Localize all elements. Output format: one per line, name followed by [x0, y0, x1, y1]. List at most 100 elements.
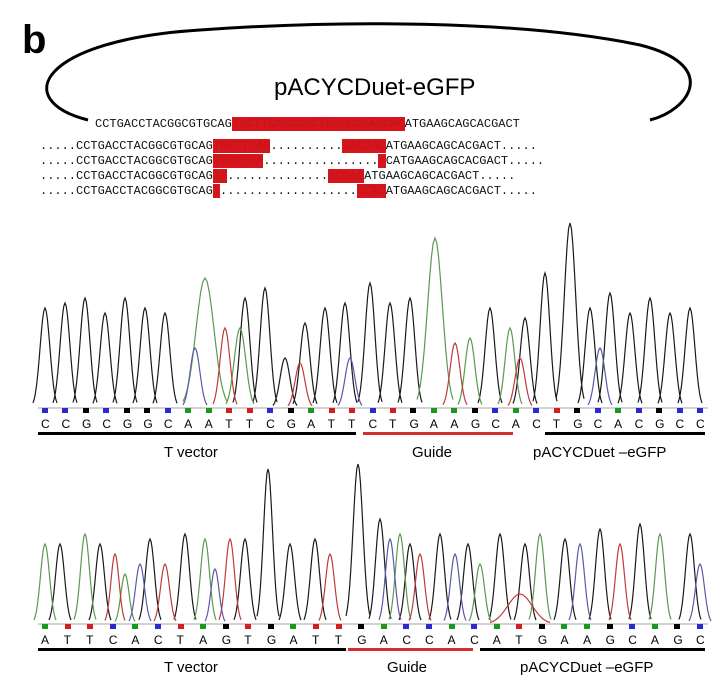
base-call-tick: [656, 408, 663, 413]
base-call-tick: [82, 408, 89, 413]
base-call-letter: A: [307, 417, 316, 431]
alignment-left-seq: CCTGACCTACGGCGTGCAG: [76, 169, 213, 183]
alignment-gap: ..............: [227, 169, 329, 183]
base-call-tick: [246, 408, 253, 413]
base-call-tick: [676, 408, 683, 413]
alignment-deleted-seq: TG: [212, 169, 228, 183]
base-call-tick: [615, 408, 622, 413]
alignment-right-seq: CATGAAGCAGCACGACT: [385, 154, 509, 168]
base-call-letter: T: [327, 417, 335, 431]
base-call-tick: [185, 408, 192, 413]
alignment-left-seq: CCTGACCTACGGCGTGCAG: [76, 154, 213, 168]
base-call-letter: T: [225, 417, 233, 431]
base-call-letter: C: [402, 633, 412, 647]
base-call-letter: G: [286, 417, 296, 431]
base-call-letter: T: [312, 633, 320, 647]
trace2-label-egfp: pACYCDuet –eGFP: [520, 659, 654, 676]
base-call-letter: G: [409, 417, 419, 431]
base-call-letter: G: [655, 417, 665, 431]
base-call-letter: A: [614, 417, 623, 431]
base-call-tick: [471, 624, 478, 629]
trace2-red: [104, 537, 632, 624]
base-call-tick: [42, 408, 48, 413]
alignment-deleted-seq: ACCAC: [328, 169, 365, 183]
alignment-suffix: .....: [500, 139, 537, 153]
trace2-green: [33, 532, 672, 622]
alignment-deleted-seq: T: [212, 184, 221, 198]
alignment-suffix: .....: [479, 169, 516, 183]
alignment-prefix: .....: [40, 154, 77, 168]
base-call-tick: [62, 408, 69, 413]
base-call-letter: C: [675, 417, 685, 431]
trace2-label-tvector: T vector: [164, 659, 218, 676]
base-call-letter: C: [153, 633, 163, 647]
base-call-tick: [154, 624, 161, 629]
base-call-letter: C: [696, 417, 705, 431]
base-call-tick: [267, 624, 274, 629]
base-call-tick: [471, 408, 478, 413]
alignment-deleted-seq: A: [378, 154, 386, 168]
base-call-letter: C: [593, 417, 603, 431]
base-call-tick: [697, 624, 703, 629]
trace2-tvector-bar: [38, 648, 346, 651]
base-call-letter: C: [368, 417, 378, 431]
base-call-letter: T: [515, 633, 523, 647]
base-call-letter: A: [511, 417, 520, 431]
base-call-tick: [287, 408, 294, 413]
base-call-tick: [245, 624, 252, 629]
panel-letter: b: [22, 18, 47, 62]
base-call-letter: G: [537, 633, 548, 647]
alignment-row: CCTGACCTACGGCGTGCAGTGCTTCAGCCGCTACCCCGAC…: [95, 117, 520, 131]
base-call-letter: A: [429, 417, 438, 431]
alignment-gap: ................: [263, 154, 379, 168]
base-call-letter: G: [221, 633, 232, 647]
base-call-letter: A: [450, 417, 459, 431]
alignment-left-seq: CCTGACCTACGGCGTGCAG: [95, 117, 232, 131]
trace1-tvector-bar: [38, 432, 356, 435]
base-call-tick: [410, 408, 417, 413]
base-call-letter: A: [131, 633, 140, 647]
base-call-tick: [177, 624, 184, 629]
trace1-guide-bar: [363, 432, 513, 435]
base-call-tick: [425, 624, 432, 629]
base-call-tick: [533, 408, 540, 413]
base-call-tick: [109, 624, 116, 629]
base-call-letter: C: [470, 633, 479, 647]
trace2-blue: [128, 537, 712, 622]
base-call-tick: [222, 624, 229, 629]
base-call-tick: [132, 624, 139, 629]
base-call-letter: C: [41, 417, 50, 431]
trace1-blue: [182, 346, 613, 406]
trace1-label-guide: Guide: [412, 444, 453, 461]
trace2-label-guide: Guide: [387, 659, 428, 676]
base-call-letter: C: [108, 633, 118, 647]
base-call-letter: T: [348, 417, 356, 431]
base-call-letter: G: [470, 417, 481, 431]
base-call-tick: [574, 408, 581, 413]
base-call-tick: [42, 624, 48, 629]
base-call-tick: [584, 624, 591, 629]
base-call-letter: T: [388, 417, 397, 431]
base-call-letter: A: [379, 633, 388, 647]
base-call-tick: [308, 408, 315, 413]
alignment-deleted-seq: GACCAC: [342, 139, 386, 153]
trace2-black: [48, 463, 702, 621]
base-call-tick: [267, 408, 274, 413]
base-call-letter: A: [560, 633, 569, 647]
base-call-tick: [493, 624, 500, 629]
base-call-tick: [430, 408, 437, 413]
base-call-tick: [103, 408, 110, 413]
base-call-tick: [328, 408, 335, 413]
base-call-letter: G: [673, 633, 683, 647]
base-call-tick: [200, 624, 207, 629]
base-call-letter: A: [492, 633, 501, 647]
alignment-deleted-seq: TGCTTCAG: [212, 139, 271, 153]
base-call-letter: T: [86, 633, 94, 647]
base-call-tick: [64, 624, 71, 629]
base-call-letter: A: [184, 417, 193, 431]
